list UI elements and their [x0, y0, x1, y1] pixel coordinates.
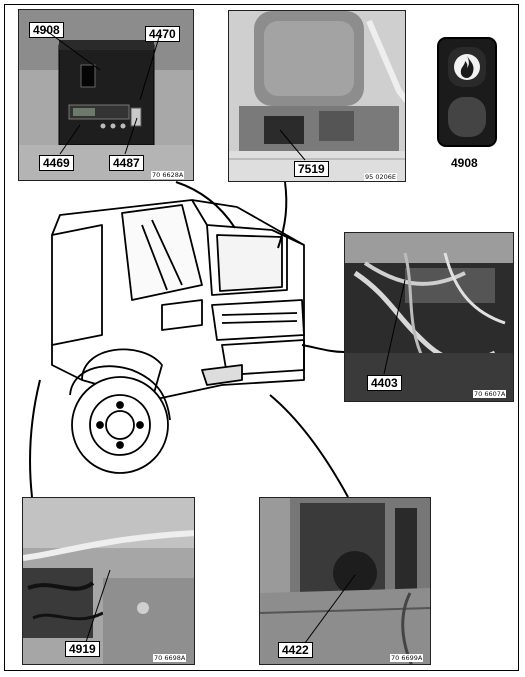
switch-upper-button — [448, 47, 486, 87]
label-4422: 4422 — [278, 642, 313, 658]
ref-code: 95 0206E — [364, 173, 397, 181]
label-4470: 4470 — [145, 26, 180, 42]
ref-code: 70 6607A — [473, 390, 507, 398]
fire-flame-icon — [454, 54, 480, 80]
label-4908-switch: 4908 — [451, 156, 478, 170]
switch-lower-button — [448, 97, 486, 137]
label-4403: 4403 — [367, 375, 402, 391]
page-frame — [4, 4, 519, 671]
ref-code: 70 6699A — [390, 654, 424, 662]
truck-cab-icon — [51, 199, 305, 474]
engine-wiring-photo: 4919 70 6698A — [22, 497, 195, 665]
engine-wiring-illustration — [23, 498, 194, 664]
step-area-photo: 4422 70 6699A — [259, 497, 431, 665]
fire-switch — [437, 37, 497, 147]
ref-code: 70 6628A — [151, 171, 185, 179]
label-4908-top: 4908 — [29, 22, 64, 38]
seat-area-photo: 7519 95 0206E — [228, 10, 406, 182]
label-4919: 4919 — [65, 641, 100, 657]
label-7519: 7519 — [294, 161, 329, 177]
control-unit-photo: 4908 4470 4469 4487 70 6628A — [18, 9, 194, 181]
label-4469: 4469 — [39, 155, 74, 171]
ref-code: 70 6698A — [153, 654, 187, 662]
dashboard-wiring-photo: 4403 70 6607A — [344, 232, 514, 402]
seat-area-illustration — [229, 11, 405, 181]
label-4487: 4487 — [109, 155, 144, 171]
dashboard-wiring-illustration — [345, 233, 513, 401]
step-area-illustration — [260, 498, 430, 664]
